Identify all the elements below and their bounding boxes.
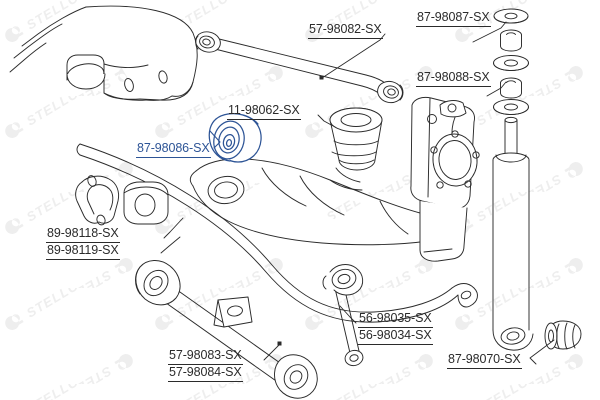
callout-87-98086-sx-highlighted[interactable]: 87-98086-SX — [136, 141, 211, 158]
callout-line: 89-98118-SX — [46, 226, 120, 243]
callout-line: 11-98062-SX — [227, 103, 301, 120]
callout-89-98118-sx[interactable]: 89-98118-SX 89-98119-SX — [46, 226, 120, 260]
callout-line: 57-98082-SX — [308, 22, 383, 39]
callout-line: 57-98083-SX — [168, 348, 243, 365]
callout-line: 56-98034-SX — [358, 328, 433, 345]
callout-line: 89-98119-SX — [46, 243, 120, 260]
callout-56-98035-sx[interactable]: 56-98035-SX 56-98034-SX — [358, 311, 433, 345]
callout-line: 87-98088-SX — [416, 70, 491, 87]
callout-line: 57-98084-SX — [168, 365, 243, 382]
callout-11-98062-sx[interactable]: 11-98062-SX — [227, 103, 301, 120]
callout-57-98083-sx[interactable]: 57-98083-SX 57-98084-SX — [168, 348, 243, 382]
callout-57-98082-sx[interactable]: 57-98082-SX — [308, 22, 383, 39]
callout-line: 87-98087-SX — [416, 10, 491, 27]
callout-line: 56-98035-SX — [358, 311, 433, 328]
callout-87-98087-sx[interactable]: 87-98087-SX — [416, 10, 491, 27]
callout-87-98070-sx[interactable]: 87-98070-SX — [447, 352, 522, 369]
callout-87-98088-sx[interactable]: 87-98088-SX — [416, 70, 491, 87]
callout-line: 87-98070-SX — [447, 352, 522, 369]
callout-line: 87-98086-SX — [136, 141, 211, 158]
